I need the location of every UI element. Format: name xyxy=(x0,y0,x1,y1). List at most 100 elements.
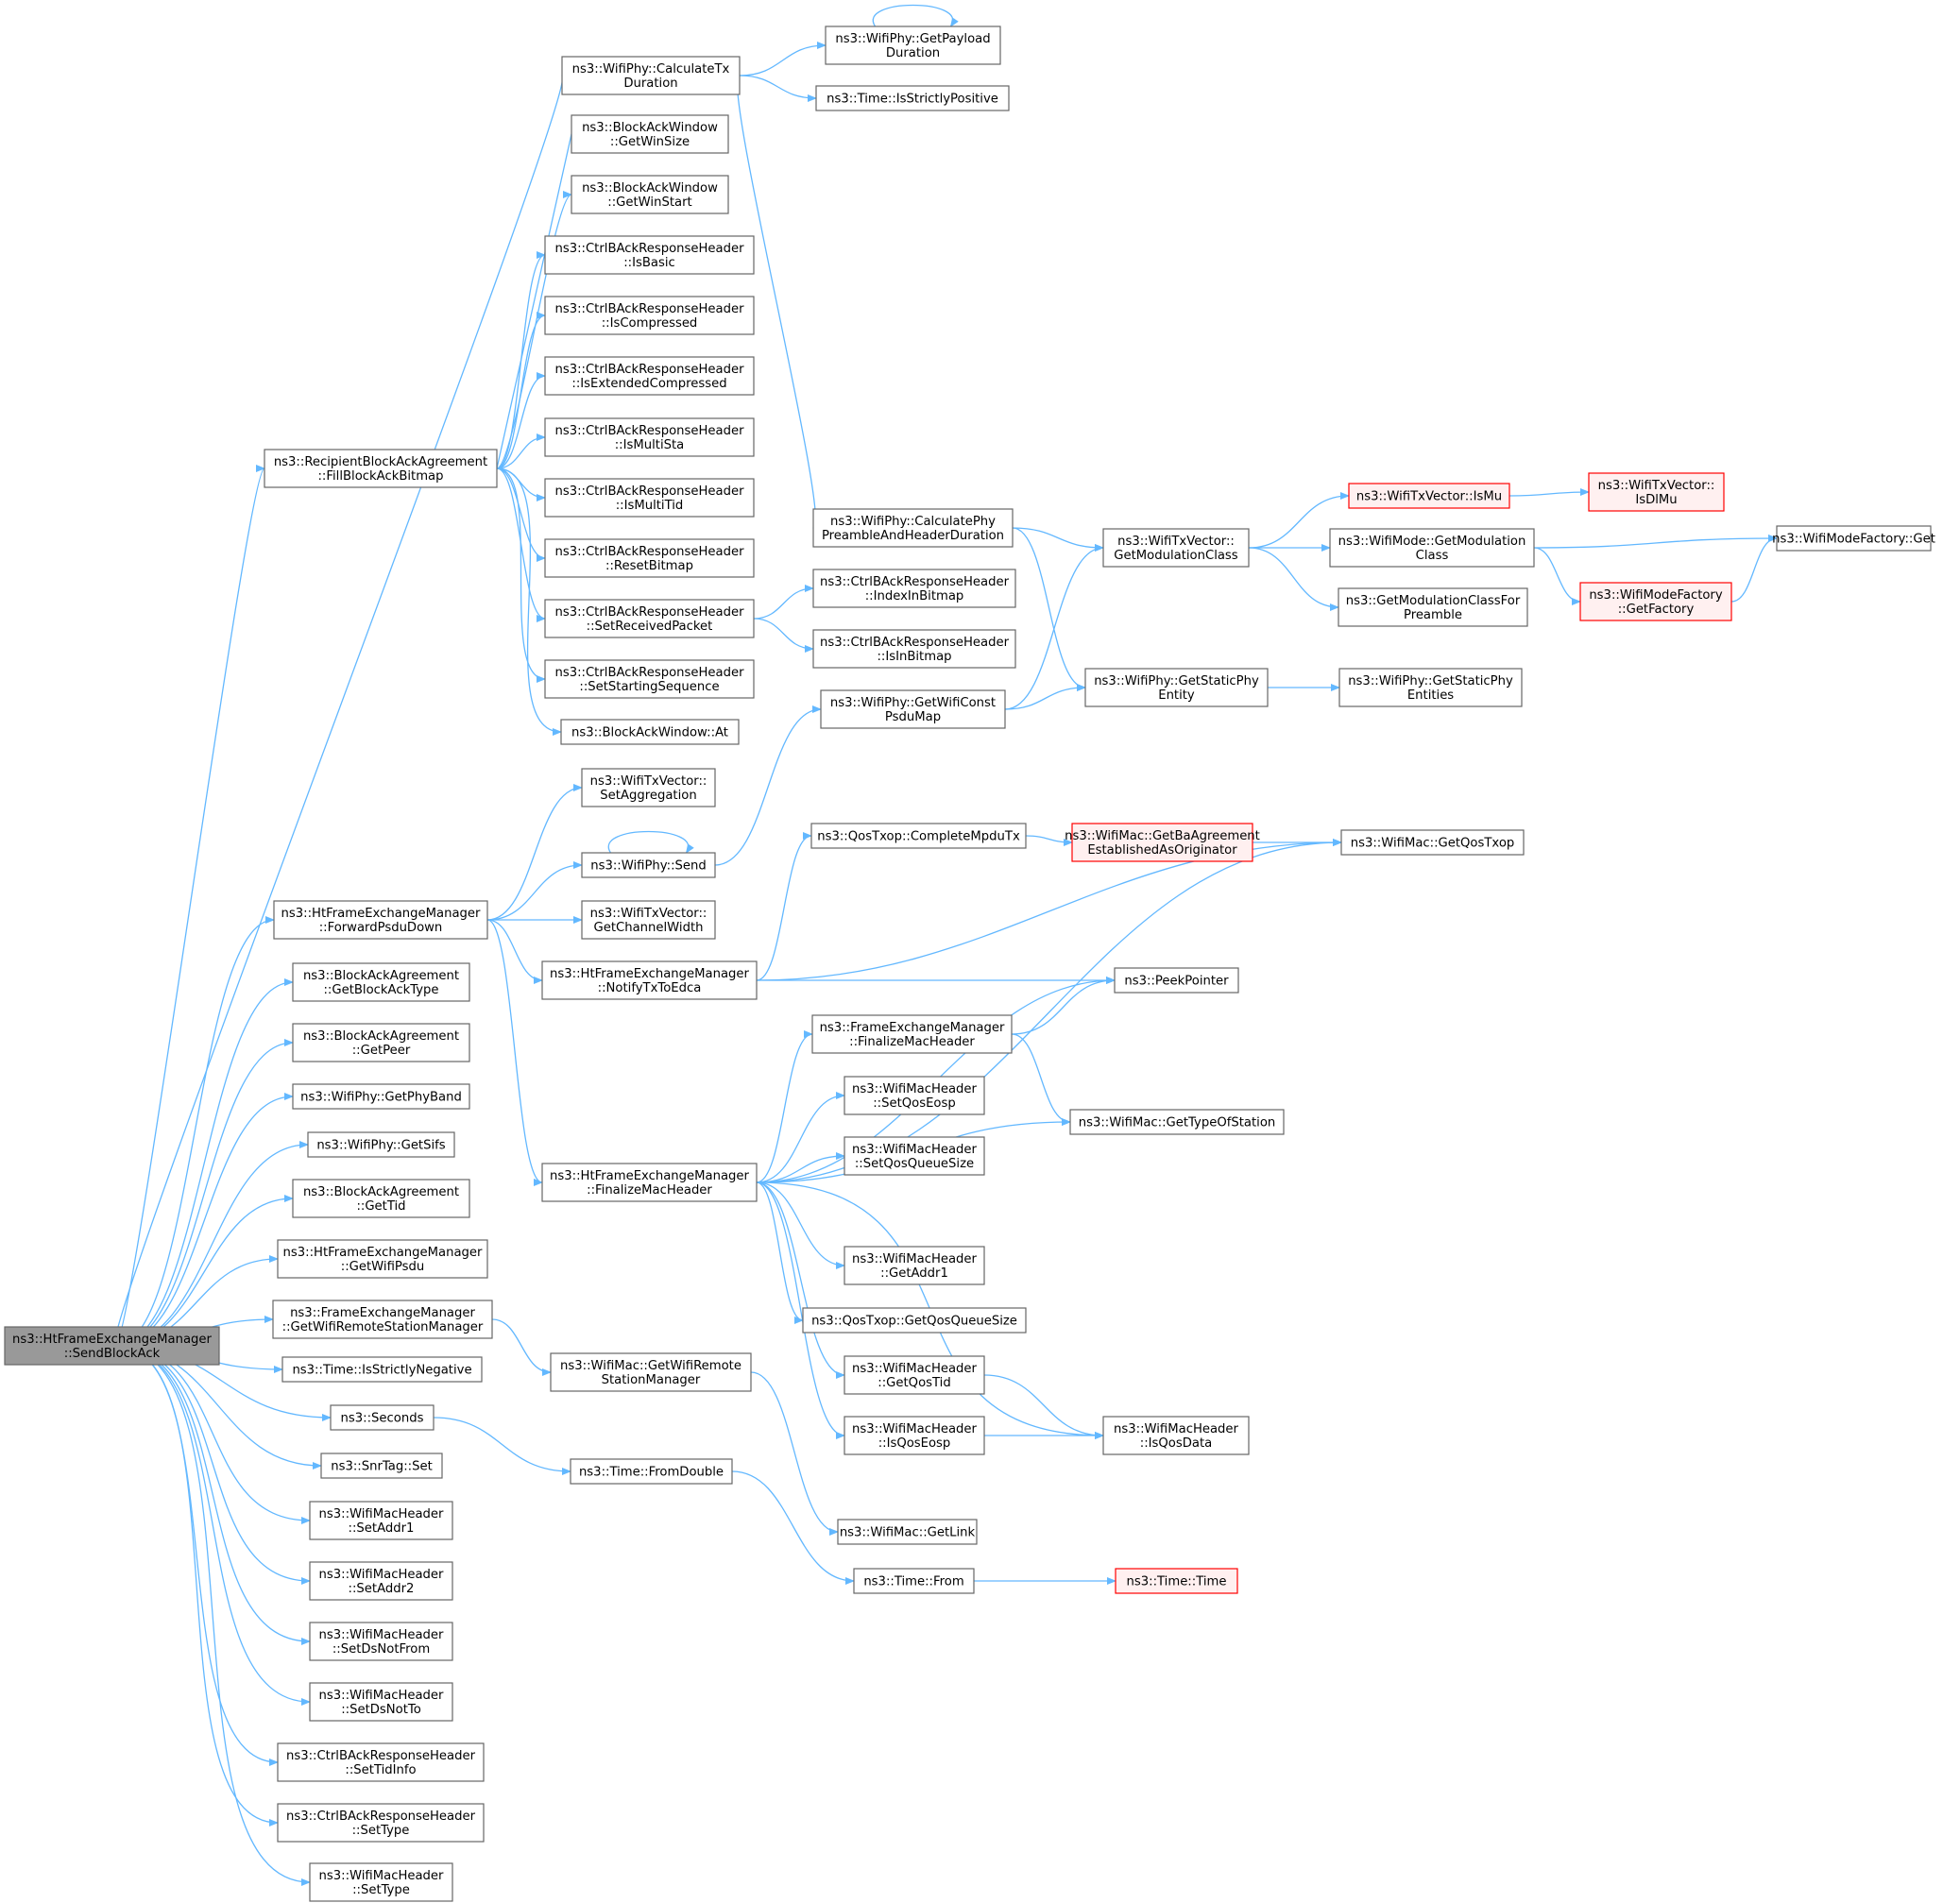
node-fwdPsdu[interactable]: ns3::HtFrameExchangeManager::ForwardPsdu… xyxy=(273,900,488,940)
node-macSetType[interactable]: ns3::WifiMacHeader::SetType xyxy=(309,1862,453,1902)
node-peekPointer[interactable]: ns3::PeekPointer xyxy=(1114,967,1239,994)
node-setRecv[interactable]: ns3::CtrlBAckResponseHeader::SetReceived… xyxy=(544,599,755,638)
node-box xyxy=(330,1404,435,1431)
node-label-line: ::SetType xyxy=(352,1824,410,1838)
node-getModClass[interactable]: ns3::WifiTxVector::GetModulationClass xyxy=(1102,528,1250,568)
node-phySend[interactable]: ns3::WifiPhy::Send xyxy=(581,852,716,878)
node-box xyxy=(802,1307,1027,1334)
node-setStartSeq[interactable]: ns3::CtrlBAckResponseHeader::SetStarting… xyxy=(544,659,755,699)
node-label-line: ns3::WifiMacHeader xyxy=(852,1362,978,1376)
node-isBasic[interactable]: ns3::CtrlBAckResponseHeader::IsBasic xyxy=(544,235,755,275)
node-getWifiPsdu[interactable]: ns3::HtFrameExchangeManager::GetWifiPsdu xyxy=(277,1239,488,1279)
node-box xyxy=(1071,823,1253,862)
node-winStart[interactable]: ns3::BlockAckWindow::GetWinStart xyxy=(571,175,729,214)
node-setQosEosp[interactable]: ns3::WifiMacHeader::SetQosEosp xyxy=(844,1076,985,1115)
node-resetBitmap[interactable]: ns3::CtrlBAckResponseHeader::ResetBitmap xyxy=(544,538,755,578)
node-isMultiTid[interactable]: ns3::CtrlBAckResponseHeader::IsMultiTid xyxy=(544,478,755,518)
node-htFinalize[interactable]: ns3::HtFrameExchangeManager::FinalizeMac… xyxy=(541,1163,758,1202)
node-chanWidth[interactable]: ns3::WifiTxVector::GetChannelWidth xyxy=(581,900,716,940)
node-setTidInfo[interactable]: ns3::CtrlBAckResponseHeader::SetTidInfo xyxy=(277,1742,485,1782)
node-label-line: ns3::CtrlBAckResponseHeader xyxy=(554,363,744,377)
node-setQosQueue[interactable]: ns3::WifiMacHeader::SetQosQueueSize xyxy=(844,1136,985,1176)
node-label-line: ns3::BlockAckWindow xyxy=(582,121,718,135)
node-completeMpdu[interactable]: ns3::QosTxop::CompleteMpduTx xyxy=(810,823,1027,849)
node-setAddr2[interactable]: ns3::WifiMacHeader::SetAddr2 xyxy=(309,1561,453,1601)
node-modeGetModClass[interactable]: ns3::WifiMode::GetModulationClass xyxy=(1329,528,1535,568)
node-setDsNotFrom[interactable]: ns3::WifiMacHeader::SetDsNotFrom xyxy=(309,1622,453,1661)
node-getPeer[interactable]: ns3::BlockAckAgreement::GetPeer xyxy=(292,1023,470,1062)
node-box xyxy=(844,1355,985,1395)
node-label-line: ::ForwardPsduDown xyxy=(319,921,443,935)
node-label-line: ::GetAddr1 xyxy=(880,1266,948,1281)
node-getTid[interactable]: ns3::BlockAckAgreement::GetTid xyxy=(292,1179,470,1218)
node-isDlMu[interactable]: ns3::WifiTxVector::IsDlMu xyxy=(1588,472,1725,512)
node-strictPos[interactable]: ns3::Time::IsStrictlyPositive xyxy=(815,85,1010,111)
edge-getFactory-to-factoryGet xyxy=(1730,535,1778,603)
node-isExtComp[interactable]: ns3::CtrlBAckResponseHeader::IsExtendedC… xyxy=(544,356,755,396)
node-box xyxy=(571,114,729,154)
node-getAddr1[interactable]: ns3::WifiMacHeader::GetAddr1 xyxy=(844,1246,985,1285)
node-box xyxy=(292,1179,470,1218)
node-phyBand[interactable]: ns3::WifiPhy::GetPhyBand xyxy=(292,1083,470,1110)
node-getSifs[interactable]: ns3::WifiPhy::GetSifs xyxy=(307,1131,455,1158)
node-label-line: ::IsExtendedCompressed xyxy=(571,377,726,391)
node-getFactory[interactable]: ns3::WifiModeFactory::GetFactory xyxy=(1579,582,1732,621)
node-timeTime[interactable]: ns3::Time::Time xyxy=(1115,1568,1238,1594)
node-winSize[interactable]: ns3::BlockAckWindow::GetWinSize xyxy=(571,114,729,154)
node-baAgree[interactable]: ns3::WifiMac::GetBaAgreementEstablishedA… xyxy=(1065,823,1260,862)
edge-getConstPsdu-to-staticPhyEntity xyxy=(1004,684,1086,710)
node-typeOfStation[interactable]: ns3::WifiMac::GetTypeOfStation xyxy=(1069,1109,1285,1135)
node-feRsm[interactable]: ns3::FrameExchangeManager::GetWifiRemote… xyxy=(272,1300,493,1339)
node-factoryGet[interactable]: ns3::WifiModeFactory::Get xyxy=(1772,525,1935,552)
node-fromDouble[interactable]: ns3::Time::FromDouble xyxy=(570,1458,733,1485)
edge-htFinalize-to-getAddr1 xyxy=(756,1181,845,1269)
node-setAggr[interactable]: ns3::WifiTxVector::SetAggregation xyxy=(581,768,716,807)
node-isMultiSta[interactable]: ns3::CtrlBAckResponseHeader::IsMultiSta xyxy=(544,417,755,457)
edge-root-to-calcTx xyxy=(113,72,571,1347)
node-ctrlSetType[interactable]: ns3::CtrlBAckResponseHeader::SetType xyxy=(277,1803,485,1843)
node-seconds[interactable]: ns3::Seconds xyxy=(330,1404,435,1431)
node-getQosTid[interactable]: ns3::WifiMacHeader::GetQosTid xyxy=(844,1355,985,1395)
node-label-line: ns3::CtrlBAckResponseHeader xyxy=(554,484,744,499)
node-label-line: ns3::WifiPhy::GetPayload xyxy=(835,32,990,46)
edge-fillBitmap-to-bawAt xyxy=(496,467,562,736)
node-box xyxy=(581,768,716,807)
node-bawAt[interactable]: ns3::BlockAckWindow::At xyxy=(560,719,740,745)
node-strictNeg[interactable]: ns3::Time::IsStrictlyNegative xyxy=(281,1356,483,1383)
node-setAddr1[interactable]: ns3::WifiMacHeader::SetAddr1 xyxy=(309,1501,453,1540)
node-getQosTxop[interactable]: ns3::WifiMac::GetQosTxop xyxy=(1340,829,1525,856)
node-isInBitmap[interactable]: ns3::CtrlBAckResponseHeader::IsInBitmap xyxy=(812,629,1016,669)
node-getLink[interactable]: ns3::WifiMac::GetLink xyxy=(837,1519,978,1545)
node-feFinalize[interactable]: ns3::FrameExchangeManager::FinalizeMacHe… xyxy=(811,1014,1013,1054)
node-timeFrom[interactable]: ns3::Time::From xyxy=(853,1568,975,1594)
node-box xyxy=(1776,525,1932,552)
node-indexInBitmap[interactable]: ns3::CtrlBAckResponseHeader::IndexInBitm… xyxy=(812,569,1016,608)
node-isCompressed[interactable]: ns3::CtrlBAckResponseHeader::IsCompresse… xyxy=(544,296,755,335)
edge-fwdPsdu-to-setAggr xyxy=(486,784,583,921)
node-snrSet[interactable]: ns3::SnrTag::Set xyxy=(320,1453,443,1479)
node-calcPhyPre[interactable]: ns3::WifiPhy::CalculatePhyPreambleAndHea… xyxy=(812,508,1014,548)
node-isQosEosp[interactable]: ns3::WifiMacHeader::IsQosEosp xyxy=(844,1416,985,1455)
edge-htFinalize-to-setQosQueue xyxy=(756,1152,845,1183)
node-box xyxy=(309,1561,453,1601)
node-notifyEdca[interactable]: ns3::HtFrameExchangeManager::NotifyTxToE… xyxy=(541,960,758,1000)
node-isQosData[interactable]: ns3::WifiMacHeader::IsQosData xyxy=(1102,1416,1250,1455)
node-label-line: ns3::CtrlBAckResponseHeader xyxy=(286,1749,476,1763)
node-box xyxy=(544,478,755,518)
node-getBAType[interactable]: ns3::BlockAckAgreement::GetBlockAckType xyxy=(292,962,470,1002)
node-root[interactable]: ns3::HtFrameExchangeManager::SendBlockAc… xyxy=(4,1326,220,1366)
node-label-line: ::SetQosQueueSize xyxy=(855,1157,974,1171)
edge-fwdPsdu-to-notifyEdca xyxy=(486,919,543,984)
node-macRsm[interactable]: ns3::WifiMac::GetWifiRemoteStationManage… xyxy=(550,1352,752,1392)
node-setDsNotTo[interactable]: ns3::WifiMacHeader::SetDsNotTo xyxy=(309,1682,453,1722)
node-qosQueueSize[interactable]: ns3::QosTxop::GetQosQueueSize xyxy=(802,1307,1027,1334)
node-isMu[interactable]: ns3::WifiTxVector::IsMu xyxy=(1348,483,1510,509)
node-label-line: IsDlMu xyxy=(1635,493,1677,507)
node-fillBitmap[interactable]: ns3::RecipientBlockAckAgreement::FillBlo… xyxy=(264,449,498,488)
